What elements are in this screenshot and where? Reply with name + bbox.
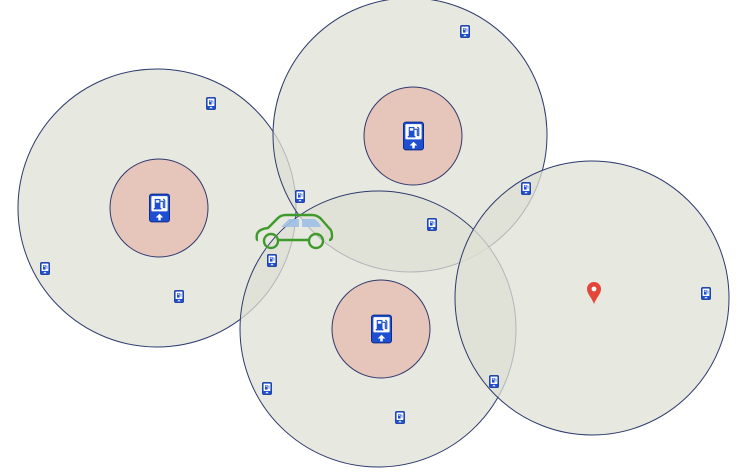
electric-car-icon[interactable] bbox=[255, 213, 334, 250]
ev-charging-station-icon[interactable] bbox=[149, 193, 170, 223]
charging-point-icon[interactable] bbox=[427, 218, 437, 231]
charging-point-icon[interactable] bbox=[40, 262, 50, 275]
charging-point-icon[interactable] bbox=[262, 382, 272, 395]
charging-point-icon[interactable] bbox=[206, 97, 216, 110]
charging-point-icon[interactable] bbox=[460, 25, 470, 38]
charging-point-icon[interactable] bbox=[267, 254, 277, 267]
charging-point-icon[interactable] bbox=[489, 375, 499, 388]
charging-point-icon[interactable] bbox=[701, 287, 711, 300]
map-pin-icon[interactable] bbox=[587, 282, 601, 304]
charging-point-icon[interactable] bbox=[174, 290, 184, 303]
charging-point-icon[interactable] bbox=[521, 182, 531, 195]
charging-point-icon[interactable] bbox=[395, 411, 405, 424]
ev-charging-station-icon[interactable] bbox=[403, 121, 424, 151]
ev-charging-station-icon[interactable] bbox=[371, 314, 392, 344]
charging-point-icon[interactable] bbox=[295, 190, 305, 203]
